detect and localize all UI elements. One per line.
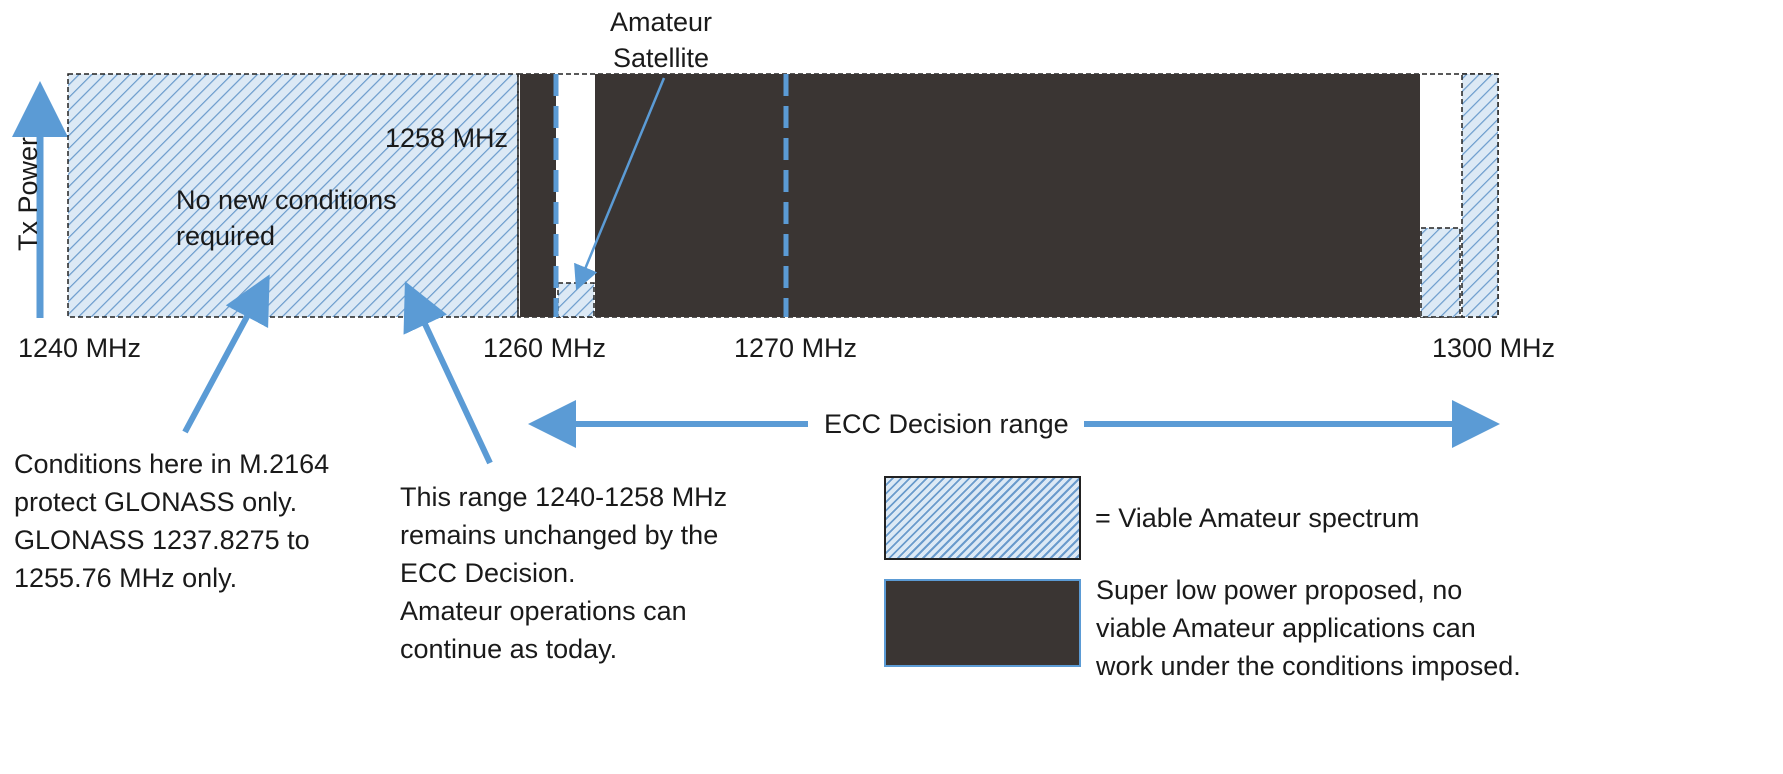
amateur-satellite-block <box>557 282 595 318</box>
band-1240-1258-viable <box>67 73 519 318</box>
conditions-note: Conditions here in M.2164 protect GLONAS… <box>14 449 330 593</box>
viable-block-right-edge <box>1461 73 1499 318</box>
legend-viable-label: = Viable Amateur spectrum <box>1095 503 1420 533</box>
amateur-satellite-pointer <box>574 77 666 291</box>
y-axis-label: Tx Power <box>13 136 43 252</box>
range-arrow <box>403 281 493 465</box>
dark-block-1258-1260 <box>520 74 556 317</box>
mhz-1258-label: 1258 MHz <box>385 123 509 153</box>
tick-1300: 1300 MHz <box>1432 333 1556 363</box>
dark-block-main <box>595 74 1420 317</box>
tick-1240: 1240 MHz <box>18 333 142 363</box>
legend-super-low-label: Super low power proposed, no viable Amat… <box>1096 575 1521 681</box>
no-new-conditions-label: No new conditions required <box>176 185 397 251</box>
amateur-satellite-label: Amateur Satellite <box>609 7 713 73</box>
tick-1260: 1260 MHz <box>483 333 607 363</box>
conditions-arrow <box>182 274 270 434</box>
legend-viable-swatch <box>884 476 1081 560</box>
viable-block-lower-right <box>1420 227 1461 318</box>
range-note: This range 1240-1258 MHz remains unchang… <box>400 482 728 664</box>
legend-super-low-swatch <box>884 579 1081 667</box>
tick-1270: 1270 MHz <box>734 333 858 363</box>
ecc-range-label: ECC Decision range <box>824 409 1069 439</box>
